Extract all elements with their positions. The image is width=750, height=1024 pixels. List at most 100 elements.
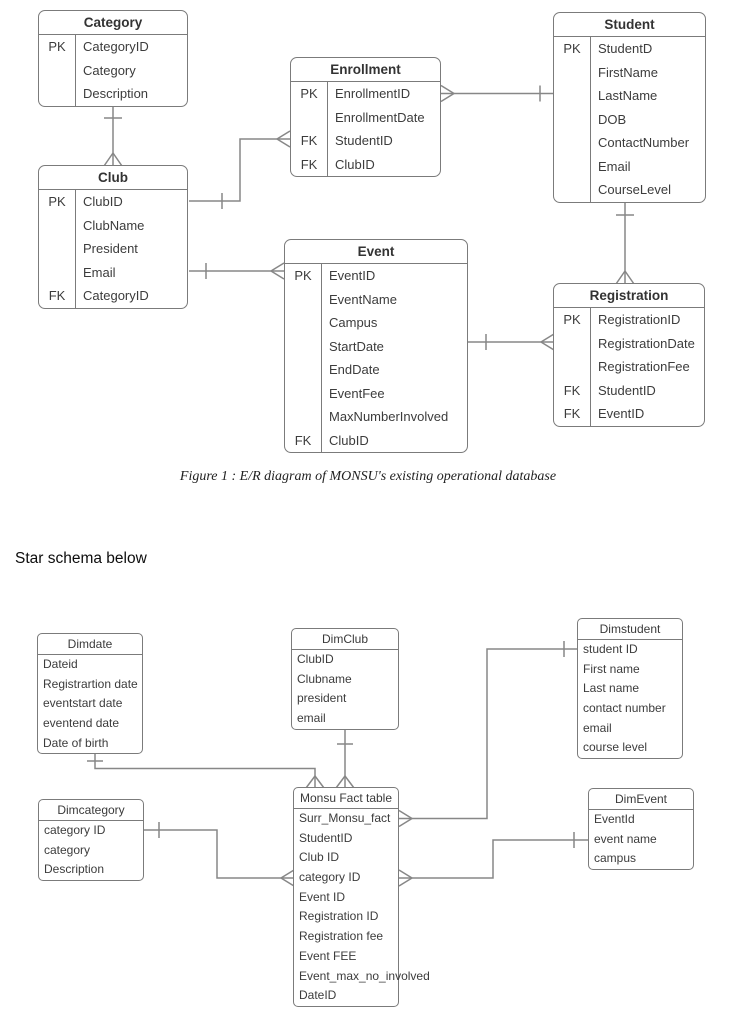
crow-foot-icon (276, 130, 291, 148)
table-row: FirstName (554, 60, 705, 84)
table-title: DimClub (292, 629, 398, 650)
crow-foot-icon (103, 152, 123, 167)
table-row: Description (39, 82, 187, 106)
connector-line (94, 752, 316, 788)
table-row: Clubname (297, 671, 352, 686)
row-field: FirstName (598, 64, 658, 80)
table-row: Event FEE (299, 948, 357, 963)
table-row: category ID (299, 870, 361, 885)
row-key (554, 331, 591, 355)
connector-enrollment-student (440, 84, 554, 103)
table-row: Email (554, 154, 705, 178)
table-title: DimEvent (589, 789, 693, 810)
connector-line (399, 839, 589, 879)
row-key (285, 358, 322, 382)
crow-foot-icon (398, 809, 413, 828)
table-row: LastName (554, 84, 705, 108)
table-row: Date of birth (43, 735, 109, 750)
row-field: EventName (329, 291, 397, 307)
table-row: event name (594, 831, 657, 846)
table-row: StudentID (299, 830, 353, 845)
table-row: RegistrationFee (554, 355, 704, 379)
connector-line (144, 829, 294, 879)
table-row: president (297, 691, 347, 706)
table-title: Dimcategory (39, 800, 143, 821)
table-title: Registration (554, 284, 704, 308)
table-title: Club (39, 166, 187, 190)
row-field: StudentID (598, 382, 656, 398)
table-title: Event (285, 240, 467, 264)
row-field: ClubID (83, 194, 123, 209)
table-row: Category (39, 58, 187, 82)
row-field: EnrollmentID (335, 86, 411, 101)
row-key: PK (554, 37, 591, 61)
figure-caption: Figure 1 : E/R diagram of MONSU's existi… (179, 469, 557, 484)
connector-dimclub-fact (335, 727, 355, 789)
row-field: Description (83, 86, 149, 101)
crow-foot-icon (615, 270, 635, 285)
row-key (554, 131, 591, 155)
row-key: FK (39, 284, 76, 308)
table-row: eventend date (43, 716, 120, 731)
row-field: EventFee (329, 385, 385, 401)
row-key (554, 154, 591, 178)
table-row: EnrollmentDate (291, 105, 440, 129)
row-field: ContactNumber (598, 135, 690, 150)
row-key: FK (554, 402, 591, 426)
row-key (39, 237, 76, 261)
row-key (554, 84, 591, 108)
table-row: Description (44, 862, 105, 877)
connector-line (399, 648, 578, 820)
crow-foot-icon (540, 333, 555, 351)
connector-club-event (189, 262, 285, 280)
row-field: LastName (598, 88, 658, 103)
row-field: MaxNumberInvolved (329, 409, 449, 424)
table-row: DOB (554, 107, 705, 131)
row-field: President (83, 241, 138, 256)
row-field: ClubName (83, 217, 145, 233)
table-row: President (39, 237, 187, 261)
crow-foot-icon (305, 775, 325, 789)
connector-student-registration (615, 200, 635, 285)
row-field: Campus (329, 315, 378, 330)
crow-foot-icon (398, 869, 413, 887)
table-row: ClubID (297, 652, 334, 666)
row-field: RegistrationID (598, 312, 681, 327)
row-field: ClubID (329, 432, 369, 448)
row-key (285, 381, 322, 405)
table-row: Campus (285, 311, 467, 335)
table-row: EndDate (285, 358, 467, 382)
table-row: category ID (44, 823, 106, 837)
table-title: Enrollment (291, 58, 440, 82)
table-row: Registrartion date (43, 676, 138, 691)
table-row: student ID (583, 642, 638, 656)
row-field: CategoryID (83, 39, 149, 54)
row-key (39, 260, 76, 284)
row-key (285, 287, 322, 311)
row-field: Email (598, 158, 631, 174)
table-row: EventName (285, 287, 467, 311)
row-field: EndDate (329, 362, 380, 377)
row-key: PK (39, 35, 76, 59)
row-field: CategoryID (83, 288, 149, 303)
connector-club-enrollment (189, 130, 291, 209)
